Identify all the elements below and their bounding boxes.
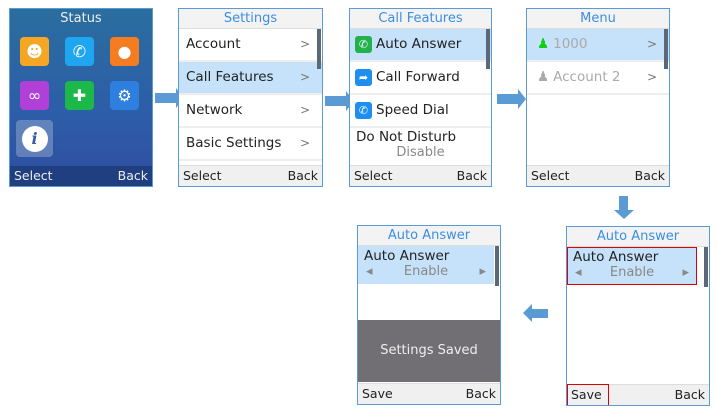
- menu-item-speed-dial[interactable]: ✆Speed Dial: [350, 95, 491, 128]
- scrollbar[interactable]: [704, 247, 708, 287]
- chevron-right-icon: >: [299, 103, 310, 117]
- security-icon[interactable]: ✚: [65, 81, 94, 110]
- arrow-left-icon[interactable]: ◂: [366, 264, 373, 279]
- menu-item-call-forward[interactable]: ➦Call Forward: [350, 62, 491, 95]
- screen-title: Status: [60, 11, 102, 26]
- call-features-screen: Call Features ✆Auto Answer ➦Call Forward…: [349, 8, 492, 187]
- screen-title: Settings: [179, 9, 322, 29]
- scrollbar[interactable]: [495, 246, 499, 286]
- menu-item-auto-answer[interactable]: ✆Auto Answer: [350, 29, 491, 62]
- save-softkey[interactable]: Save: [362, 386, 393, 401]
- scrollbar[interactable]: [664, 29, 668, 69]
- item-label: Speed Dial: [376, 102, 449, 118]
- item-label: Do Not Disturb: [356, 129, 457, 145]
- chevron-right-icon: >: [299, 136, 310, 150]
- scrollbar[interactable]: [486, 29, 490, 69]
- select-softkey[interactable]: Select: [14, 168, 53, 183]
- auto-answer-field[interactable]: Auto Answer ◂ Enable ▸: [358, 246, 494, 284]
- arrow-left-icon[interactable]: ◂: [575, 265, 582, 280]
- chevron-right-icon: >: [299, 37, 310, 51]
- auto-answer-field[interactable]: Auto Answer ◂ Enable ▸: [567, 247, 697, 285]
- back-softkey[interactable]: Back: [674, 387, 705, 402]
- contacts-icon[interactable]: ☻: [20, 37, 49, 66]
- chevron-right-icon: >: [299, 70, 310, 84]
- account-inactive-icon: ♟: [537, 69, 550, 85]
- screen-title: Auto Answer: [567, 227, 709, 247]
- scrollbar[interactable]: [317, 29, 321, 69]
- arrow-right-icon: [155, 88, 184, 108]
- menu-item-account[interactable]: Account >: [179, 29, 322, 62]
- select-softkey[interactable]: Select: [183, 168, 222, 183]
- account-active-icon: ♟: [537, 36, 550, 52]
- item-label: 1000: [553, 36, 588, 52]
- select-softkey[interactable]: Select: [531, 168, 570, 183]
- call-forward-icon: ➦: [355, 69, 372, 86]
- auto-answer-saved-screen: Auto Answer Auto Answer ◂ Enable ▸ Setting…: [357, 225, 501, 405]
- settings-screen: Settings Account > Call Features > Network…: [178, 8, 323, 187]
- menu-item-basic-settings[interactable]: Basic Settings >: [179, 128, 322, 161]
- voicemail-icon[interactable]: ∞: [20, 81, 49, 110]
- settings-saved-toast: Settings Saved: [358, 320, 500, 382]
- field-value: Enable: [609, 265, 655, 280]
- arrow-left-head: [523, 304, 532, 322]
- item-label: Account 2: [553, 69, 621, 85]
- auto-answer-edit-screen: Auto Answer Auto Answer ◂ Enable ▸ Save Bac…: [566, 226, 710, 406]
- call-history-icon[interactable]: ✆: [65, 37, 94, 66]
- item-label: Call Features: [186, 69, 274, 85]
- arrow-right-icon[interactable]: ▸: [479, 264, 486, 279]
- screen-title: Call Features: [350, 9, 491, 29]
- item-label: Call Forward: [376, 69, 460, 85]
- arrow-left-icon: [532, 309, 548, 318]
- field-value: Enable: [403, 264, 449, 279]
- status-screen: Status ☻ ✆ ● ∞ ✚ ⚙ i Select Back: [9, 8, 153, 187]
- menu-item-call-features[interactable]: Call Features >: [179, 62, 322, 95]
- menu-item-network[interactable]: Network >: [179, 95, 322, 128]
- save-softkey[interactable]: Save: [567, 384, 609, 405]
- messages-icon[interactable]: ●: [110, 37, 139, 66]
- back-softkey[interactable]: Back: [287, 168, 318, 183]
- dnd-value: Disable: [396, 145, 445, 160]
- item-label: Account: [186, 36, 241, 52]
- screen-title: Menu: [527, 9, 669, 29]
- info-icon[interactable]: i: [16, 120, 53, 157]
- back-softkey[interactable]: Back: [456, 168, 487, 183]
- item-label: Basic Settings: [186, 135, 282, 151]
- arrow-right-icon: [497, 89, 526, 109]
- account-item-1000[interactable]: ♟1000 >: [527, 29, 669, 62]
- arrow-down-icon: [619, 196, 628, 210]
- account-item-2[interactable]: ♟Account 2 >: [527, 62, 669, 95]
- back-softkey[interactable]: Back: [117, 168, 148, 183]
- speed-dial-icon: ✆: [355, 102, 372, 119]
- field-label: Auto Answer: [573, 249, 659, 265]
- screen-title: Auto Answer: [358, 226, 500, 246]
- back-softkey[interactable]: Back: [634, 168, 665, 183]
- item-label: Auto Answer: [376, 36, 462, 52]
- select-softkey[interactable]: Select: [354, 168, 393, 183]
- chevron-right-icon: >: [646, 70, 657, 84]
- field-label: Auto Answer: [364, 248, 450, 264]
- auto-answer-icon: ✆: [355, 36, 372, 53]
- settings-icon[interactable]: ⚙: [110, 81, 139, 110]
- back-softkey[interactable]: Back: [465, 386, 496, 401]
- arrow-right-icon: [325, 91, 354, 111]
- arrow-down-head: [614, 210, 634, 219]
- arrow-right-icon[interactable]: ▸: [682, 265, 689, 280]
- item-label: Network: [186, 102, 243, 118]
- chevron-right-icon: >: [646, 37, 657, 51]
